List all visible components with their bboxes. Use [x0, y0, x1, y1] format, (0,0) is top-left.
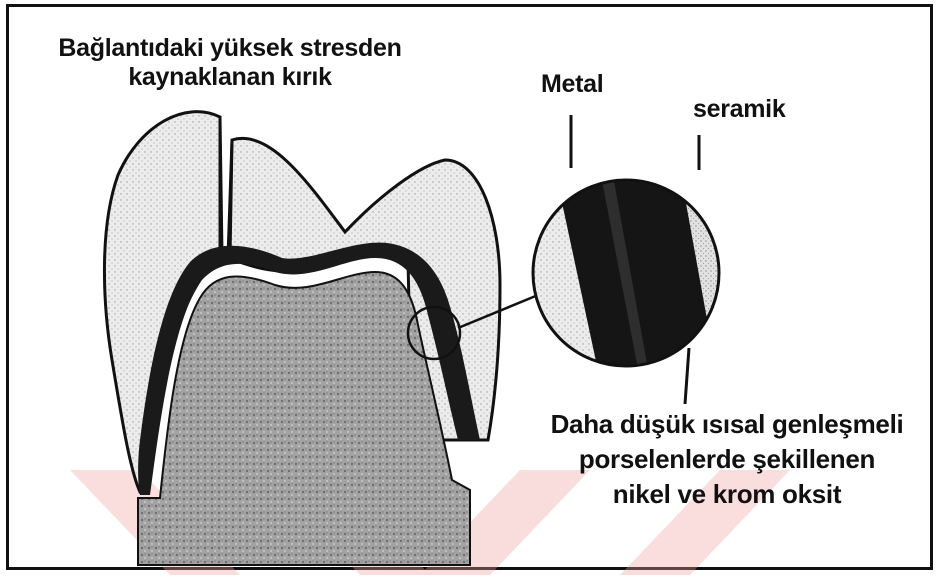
fracture-label-line-1: Bağlantıdaki yüksek stresden — [40, 34, 420, 63]
oxide-label-line-2: porselenlerde şekillenen — [522, 442, 932, 477]
oxide-label-line-3: nikel ve krom oksit — [522, 477, 932, 512]
ceramic-label: seramik — [693, 95, 785, 124]
fracture-line — [220, 117, 232, 258]
oxide-label: Daha düşük ısısal genleşmeli porselenler… — [522, 407, 932, 512]
metal-label: Metal — [541, 70, 603, 99]
oxide-label-line-1: Daha düşük ısısal genleşmeli — [522, 407, 932, 442]
magnified-inset — [520, 170, 740, 380]
fracture-label-line-2: kaynaklanan kırık — [40, 63, 420, 92]
fracture-label: Bağlantıdaki yüksek stresden kaynaklanan… — [40, 34, 420, 92]
oxide-pointer — [685, 348, 689, 404]
